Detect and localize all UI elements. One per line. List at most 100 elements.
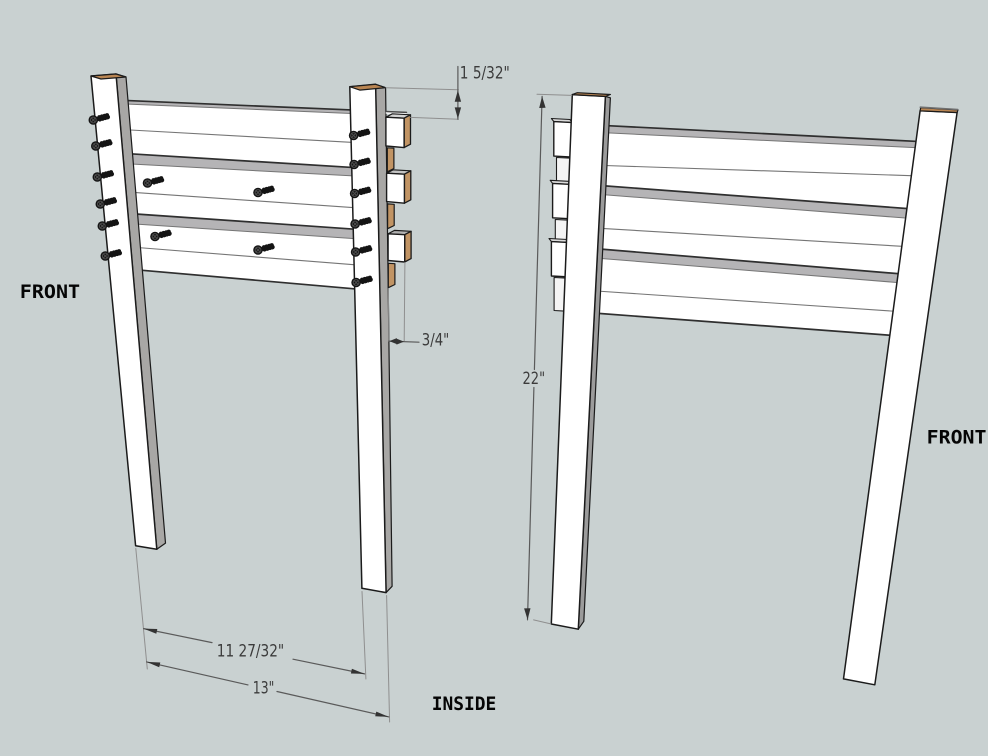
cleat-3-top-front-edge: [595, 257, 916, 285]
cleat-2-top-front-edge: [598, 193, 916, 220]
screw: [88, 113, 111, 125]
screw: [142, 176, 165, 188]
board-1-top-edge: [602, 124, 916, 143]
left-leg-screws: [88, 113, 123, 261]
cleat-stub-1-front-face: [385, 116, 405, 149]
cleat-screws: [142, 176, 275, 255]
board-1-top-face: [128, 100, 360, 114]
dimension-1-5-32: [385, 65, 462, 120]
arrow-right: [350, 668, 365, 674]
dimension-13: [146, 595, 391, 723]
dimension-text-22: 22": [523, 369, 546, 388]
board-2-bottom-edge: [599, 184, 916, 210]
extension-line: [536, 93, 573, 96]
board-6-end-strip: [387, 262, 396, 289]
cleat-2-top-face: [599, 185, 915, 219]
board-1-top-face: [602, 125, 915, 148]
board-3-4-seam: [135, 191, 361, 209]
dimension-line: [526, 386, 535, 621]
board-3-4-seam: [597, 227, 916, 248]
screw: [348, 128, 371, 141]
dimension-line: [276, 690, 390, 718]
right-leg-top-back-edge: [919, 106, 959, 111]
board-6-bottom-edge: [592, 312, 916, 338]
screw: [350, 245, 373, 257]
arrow-right: [396, 338, 404, 345]
arrow-up: [539, 96, 546, 108]
dimension-11-27-32: [135, 548, 367, 680]
right-panel-assembly: [548, 92, 959, 686]
right-leg: [349, 83, 393, 594]
board-5-6-seam: [139, 247, 361, 266]
dimension-text-1-5-32: 1 5/32": [460, 63, 510, 82]
screw: [95, 197, 118, 209]
board-1-2-seam: [600, 164, 916, 177]
screw: [100, 249, 123, 261]
board-5-6-seam: [594, 290, 916, 314]
board-stub-1: [550, 117, 573, 158]
cleat-stub-3: [387, 229, 412, 263]
cleat-stub-2-end-face: [403, 170, 412, 204]
cleat-stub-1-end-face: [403, 114, 412, 149]
screw: [150, 229, 172, 242]
board-1-2-seam: [129, 129, 361, 144]
screw: [349, 186, 372, 199]
board-1-top-front-edge: [127, 103, 361, 115]
cleat-3-top-front-edge: [137, 223, 361, 240]
extension-line: [361, 591, 367, 680]
extension-line: [385, 87, 459, 91]
cleat-3-top-face: [137, 214, 360, 239]
cleat-stub-2: [385, 169, 412, 204]
cleat-3-top-face: [596, 248, 915, 284]
board-4-bottom-edge: [136, 213, 361, 231]
extension-line: [135, 548, 148, 670]
arrow-down: [524, 608, 531, 620]
arrow-right: [375, 711, 389, 717]
cleat-stub-3-end-face: [404, 230, 412, 263]
board-2-end-strip: [386, 147, 395, 173]
board-6-bottom-edge: [141, 269, 361, 291]
label-front-right: FRONT: [927, 427, 987, 449]
rail-board-3-4-face: [133, 164, 360, 230]
dimension-text-11-27-32: 11 27/32": [217, 641, 284, 660]
cleat-2-top-face: [132, 153, 360, 177]
board-1-top-edge: [127, 99, 361, 112]
dimension-annotations: [135, 65, 573, 723]
board-stub-2: [549, 179, 572, 220]
dimension-22: [524, 93, 573, 625]
screw: [349, 157, 371, 170]
board-4-end-strip: [387, 203, 395, 230]
screw: [97, 219, 120, 231]
left-leg-top-face: [571, 92, 612, 98]
arrow-down: [454, 107, 462, 119]
extension-line: [403, 262, 406, 342]
cleat-stub-1: [385, 113, 412, 149]
dimension-text-3-4: 3/4": [422, 331, 450, 350]
board-1-top-front-edge: [602, 132, 916, 149]
right-leg: [842, 106, 959, 686]
cleat-stub-3-front-face: [387, 233, 406, 263]
screw: [91, 139, 113, 151]
extension-line: [533, 619, 552, 625]
label-inside: INSIDE: [432, 693, 497, 715]
extension-line: [410, 116, 459, 120]
board-4-bottom-edge: [595, 247, 916, 276]
screw: [253, 185, 275, 198]
arrow-left: [143, 628, 158, 634]
left-leg: [90, 73, 167, 551]
label-front-left: FRONT: [20, 281, 80, 303]
right-leg-screws: [348, 128, 373, 288]
screw: [253, 243, 275, 255]
arrow-left: [389, 338, 397, 345]
left-panel-assembly: [88, 73, 412, 594]
dimension-3-4: [387, 262, 420, 345]
screw: [350, 217, 372, 229]
left-leg-top-face: [90, 73, 127, 80]
board-2-bottom-edge: [131, 153, 361, 169]
dimension-text-13: 13": [253, 678, 274, 697]
extension-line: [386, 595, 391, 723]
cleat-2-top-front-edge: [132, 163, 361, 177]
dimension-line: [533, 95, 543, 371]
